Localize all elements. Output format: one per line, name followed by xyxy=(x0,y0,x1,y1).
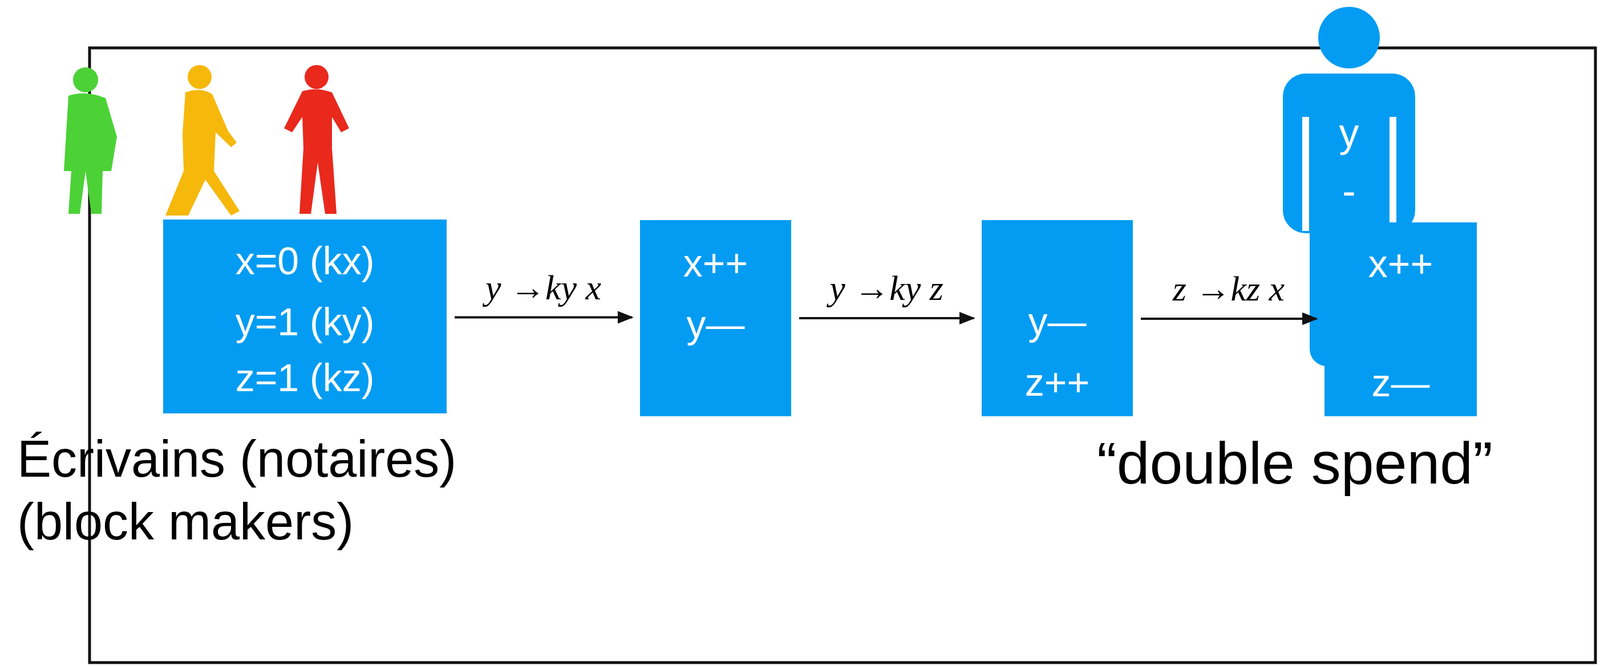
person-label: - xyxy=(1342,171,1356,212)
transfer-arrow xyxy=(1140,317,1317,320)
yellow-person xyxy=(165,65,240,216)
block-box: x=0 (kx) y=1 (ky) z=1 (kz) xyxy=(163,219,447,414)
balance-text: x++ xyxy=(1324,244,1477,283)
transfer-arrow xyxy=(454,316,633,319)
balance-text: x=0 (kx) xyxy=(163,241,447,281)
slide-frame xyxy=(89,47,1596,663)
green-person xyxy=(63,67,117,214)
balance-text: x++ xyxy=(640,243,792,283)
balance-text: z++ xyxy=(981,362,1133,402)
block-makers-label: (block makers) xyxy=(17,496,354,548)
balance-text: z— xyxy=(1324,363,1477,403)
scribes-label: Écrivains (notaires) xyxy=(17,433,457,485)
block-box: y— z++ xyxy=(981,220,1133,417)
person-label: y xyxy=(1339,112,1360,153)
balance-text: y=1 (ky) xyxy=(163,302,447,342)
balance-text: y— xyxy=(640,304,792,344)
block-box: x++ y— xyxy=(640,220,792,417)
transfer-label: y →ky z xyxy=(829,270,944,306)
transfer-label: y →ky x xyxy=(485,269,602,306)
transfer-label: z →kz x xyxy=(1172,270,1285,307)
double-spend-label: “double spend” xyxy=(1096,433,1493,493)
balance-text: z=1 (kz) xyxy=(163,358,447,398)
red-person xyxy=(284,65,350,214)
balance-text: y— xyxy=(981,301,1133,341)
block-box: x++ z— xyxy=(1324,222,1477,417)
transfer-arrow xyxy=(799,317,974,320)
